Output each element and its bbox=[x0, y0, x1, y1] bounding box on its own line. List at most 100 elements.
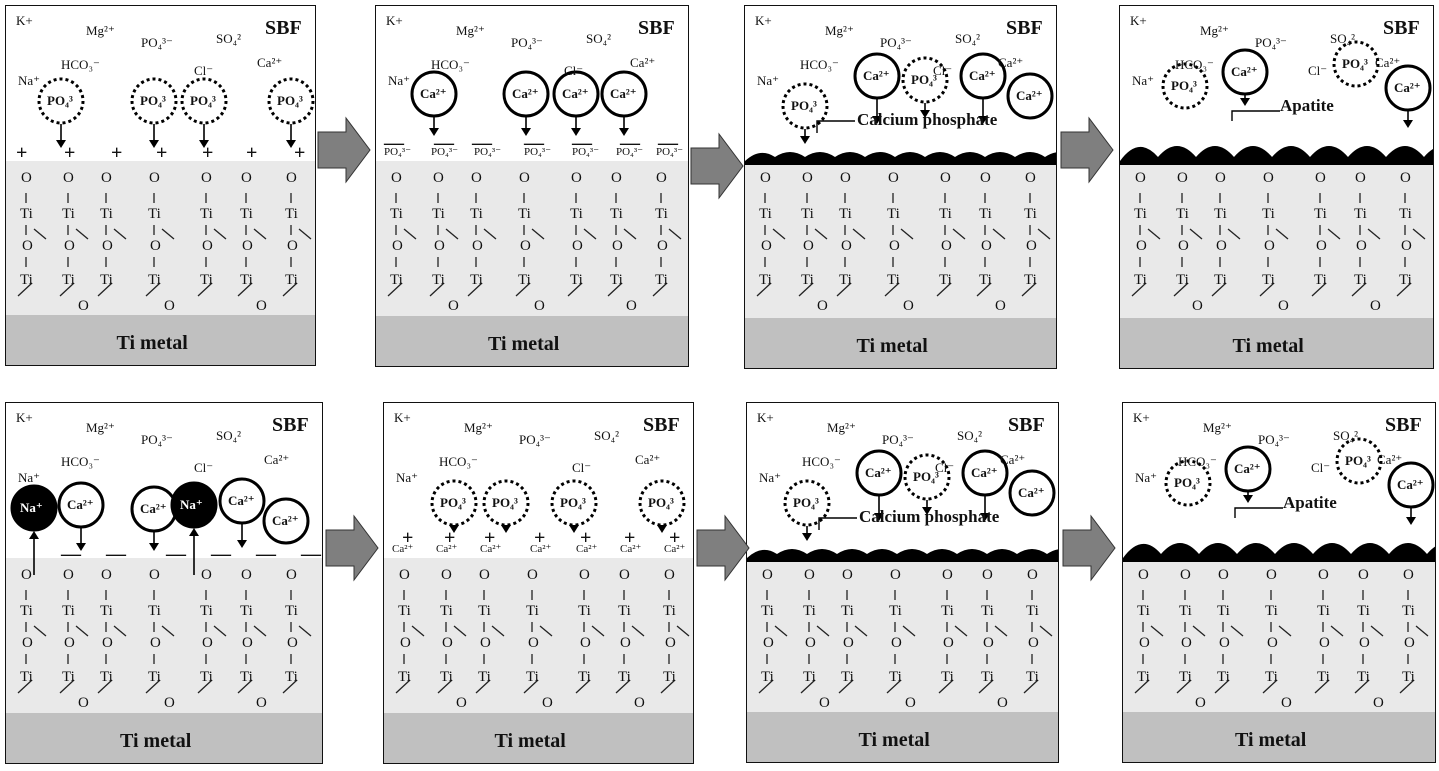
surface-oxygen: O bbox=[1177, 170, 1188, 186]
ion-circle-label: Ca²⁺ bbox=[1018, 485, 1045, 500]
surface-oxygen: O bbox=[942, 567, 953, 583]
ion-circle-label: PO₄³ bbox=[1174, 475, 1200, 490]
bridge-oxygen: O bbox=[943, 635, 954, 651]
ti-atom: Ti bbox=[941, 669, 954, 685]
ion-circle-label: Ca²⁺ bbox=[1397, 477, 1424, 492]
calcium-ion-circle bbox=[552, 70, 600, 118]
bridge-oxygen: O bbox=[1178, 238, 1189, 254]
bridge-oxygen: O bbox=[665, 635, 676, 651]
ti-atom: Ti bbox=[1026, 669, 1039, 685]
bridge-oxygen: O bbox=[542, 695, 553, 711]
surface-oxygen: O bbox=[571, 170, 582, 186]
calcium-ion-circle bbox=[959, 52, 1007, 100]
bridge-oxygen: O bbox=[1219, 635, 1230, 651]
ion-circle-label: PO₄³ bbox=[277, 93, 303, 108]
ion-circle-label: Ca²⁺ bbox=[1234, 461, 1261, 476]
ti-atom: Ti bbox=[1399, 272, 1412, 288]
ti-metal-label: Ti metal bbox=[120, 730, 192, 752]
surface-oxygen: O bbox=[619, 567, 630, 583]
ti-atom: Ti bbox=[62, 669, 75, 685]
ti-atom: Ti bbox=[939, 272, 952, 288]
ti-atom: Ti bbox=[839, 206, 852, 222]
ion-circle-label: Ca²⁺ bbox=[1016, 88, 1043, 103]
ion-mg: Mg²⁺ bbox=[86, 420, 115, 435]
ti-atom: Ti bbox=[979, 272, 992, 288]
ti-metal-block bbox=[384, 713, 693, 763]
panel-graphics bbox=[1123, 437, 1435, 762]
lattice-bonds bbox=[1399, 590, 1429, 694]
ion-mg: Mg²⁺ bbox=[825, 23, 854, 38]
arrow-head bbox=[501, 525, 511, 533]
surface-oxygen: O bbox=[286, 170, 297, 186]
negative-charge: — bbox=[166, 543, 186, 565]
ion-circle-label: Ca²⁺ bbox=[971, 465, 998, 480]
phosphate-ion-circle bbox=[1161, 62, 1209, 110]
ion-so4: SO₄² bbox=[957, 428, 983, 443]
surface-oxygen: O bbox=[888, 170, 899, 186]
ti-atom: Ti bbox=[663, 603, 676, 619]
surface-phosphate: PO₄³⁻ bbox=[572, 146, 600, 158]
lattice-bonds bbox=[936, 193, 966, 297]
phosphate-ion-circle bbox=[550, 479, 598, 527]
arrow-head bbox=[874, 513, 884, 521]
ti-atom: Ti bbox=[62, 272, 75, 288]
bridge-oxygen: O bbox=[256, 695, 267, 711]
negative-charge: — bbox=[384, 132, 404, 154]
ion-circle-label: Ca²⁺ bbox=[1394, 80, 1421, 95]
bridge-oxygen: O bbox=[400, 635, 411, 651]
ti-metal-label: Ti metal bbox=[488, 333, 560, 355]
calcium-ion-circle bbox=[1224, 445, 1272, 493]
surface-calcium: Ca²⁺ bbox=[480, 543, 502, 555]
bridge-oxygen: O bbox=[456, 695, 467, 711]
negative-charge: — bbox=[434, 132, 454, 154]
ti-atom: Ti bbox=[979, 206, 992, 222]
ti-atom: Ti bbox=[526, 669, 539, 685]
lattice-bonds bbox=[1354, 590, 1384, 694]
lattice-bonds bbox=[938, 590, 968, 694]
negative-charge: — bbox=[211, 543, 231, 565]
lattice-bonds bbox=[1262, 590, 1292, 694]
ti-atom: Ti bbox=[20, 669, 33, 685]
ti-atom: Ti bbox=[1402, 603, 1415, 619]
lattice-bonds bbox=[838, 590, 868, 694]
sbf-label: SBF bbox=[1008, 414, 1045, 436]
ion-circle-label: PO₄³ bbox=[1345, 453, 1371, 468]
calcium-ion-circle bbox=[502, 70, 550, 118]
surface-oxygen: O bbox=[101, 170, 112, 186]
ion-k: K+ bbox=[394, 410, 411, 425]
ion-k: K+ bbox=[1133, 410, 1150, 425]
ion-so4: SO₄² bbox=[1333, 428, 1359, 443]
titanate-gel-layer bbox=[6, 161, 315, 315]
ti-atom: Ti bbox=[1317, 669, 1330, 685]
ion-circle-label: Ca²⁺ bbox=[420, 86, 447, 101]
ti-atom: Ti bbox=[655, 206, 668, 222]
bridge-oxygen: O bbox=[1404, 635, 1415, 651]
lattice-bonds bbox=[395, 590, 425, 694]
bridge-oxygen: O bbox=[164, 695, 175, 711]
calcium-ion-circle bbox=[1008, 469, 1056, 517]
arrow-head bbox=[76, 543, 86, 551]
surface-oxygen: O bbox=[63, 170, 74, 186]
lattice-bonds bbox=[836, 193, 866, 297]
surface-oxygen: O bbox=[1403, 567, 1414, 583]
process-arrow bbox=[1060, 116, 1114, 184]
bridge-oxygen: O bbox=[528, 635, 539, 651]
surface-calcium: Ca²⁺ bbox=[620, 543, 642, 555]
ion-na: Na⁺ bbox=[1135, 470, 1158, 485]
arrow-head bbox=[449, 525, 459, 533]
arrow-head bbox=[1240, 98, 1250, 106]
ion-ca: Ca²⁺ bbox=[1375, 55, 1401, 70]
calcium-ion-circle bbox=[57, 481, 105, 529]
sbf-label: SBF bbox=[265, 17, 302, 39]
surface-oxygen: O bbox=[1218, 567, 1229, 583]
calcium-ion-circle bbox=[1221, 48, 1269, 96]
lattice-bonds bbox=[429, 193, 459, 297]
ion-cl: Cl⁻ bbox=[564, 63, 584, 78]
ti-metal-label: Ti metal bbox=[1235, 729, 1307, 751]
bridge-oxygen: O bbox=[634, 695, 645, 711]
calcium-phosphate-label: Calcium phosphate bbox=[859, 507, 1000, 526]
ion-ca: Ca²⁺ bbox=[998, 55, 1024, 70]
surface-calcium: Ca²⁺ bbox=[392, 543, 414, 555]
lattice-bonds bbox=[1211, 193, 1241, 297]
